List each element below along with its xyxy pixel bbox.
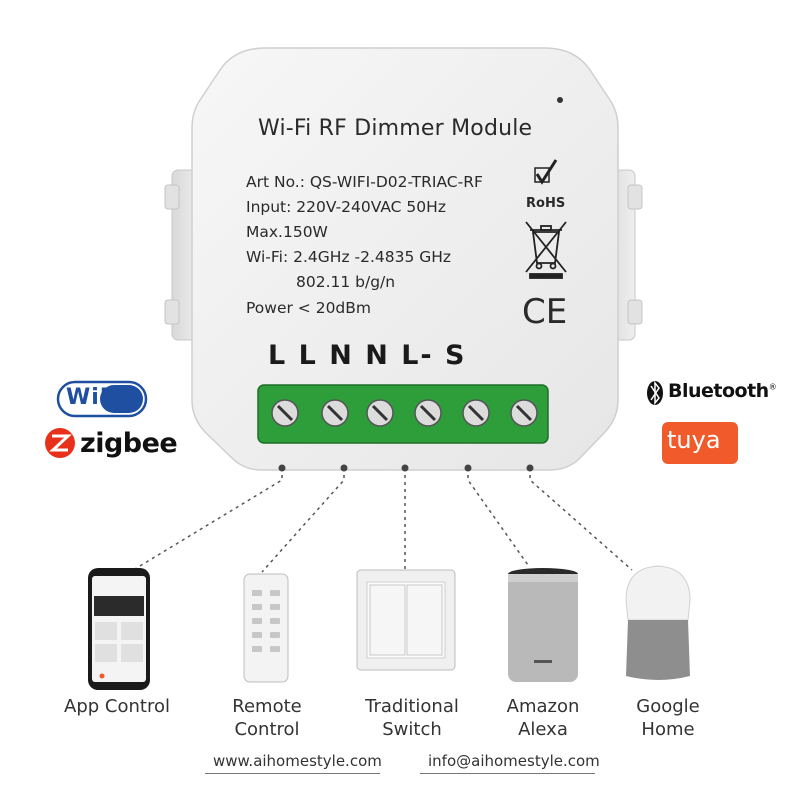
screw-slot [515, 404, 533, 422]
terminal-block [257, 384, 549, 444]
screw-slot [326, 404, 344, 422]
spec-max: Max.150W [246, 223, 328, 241]
tuya-logo [662, 422, 738, 464]
module-title: Wi-Fi RF Dimmer Module [258, 116, 533, 141]
footer-website[interactable]: www.aihomestyle.com [213, 752, 382, 770]
device-label-app-control: App Control [64, 696, 170, 717]
screw-slot [276, 404, 294, 422]
footer-website-underline [205, 773, 380, 774]
zigbee-logo-text: zigbee [80, 428, 178, 459]
spec-input: Input: 220V-240VAC 50Hz [246, 198, 446, 216]
terminal-labels: L L N N L- S [268, 340, 467, 371]
footer-email[interactable]: info@aihomestyle.com [428, 752, 600, 770]
wifi-logo-text: WiFi [66, 385, 125, 410]
zigbee-icon [45, 428, 75, 458]
indicator-led [557, 97, 563, 103]
bluetooth-logo-text: Bluetooth® [668, 380, 777, 402]
spec-standard: 802.11 b/g/n [296, 273, 396, 291]
spec-power: Power < 20dBm [246, 299, 371, 317]
tuya-logo-text: tuya [667, 426, 721, 454]
wifi-logo [56, 380, 148, 418]
smartphone-icon [88, 568, 150, 690]
spec-wifi: Wi-Fi: 2.4GHz -2.4835 GHz [246, 248, 452, 266]
bluetooth-icon [647, 380, 663, 406]
spec-art-no: Art No.: QS-WIFI-D02-TRIAC-RF [246, 173, 483, 191]
screw-slot [467, 404, 485, 422]
wall-switch-icon [356, 569, 456, 671]
remote-control-icon [243, 573, 289, 683]
amazon-echo-icon [508, 568, 578, 682]
footer-email-underline [420, 773, 595, 774]
screw-slot [371, 404, 389, 422]
rohs-label: RoHS [526, 196, 566, 211]
connection-lines [129, 468, 633, 573]
screw-slot [419, 404, 437, 422]
terminal-screws [271, 399, 538, 427]
weee-bin-icon [525, 221, 567, 279]
rohs-mark [534, 159, 558, 185]
module-housing [191, 47, 619, 471]
ce-mark: CE [522, 292, 568, 332]
google-home-icon [625, 565, 691, 680]
